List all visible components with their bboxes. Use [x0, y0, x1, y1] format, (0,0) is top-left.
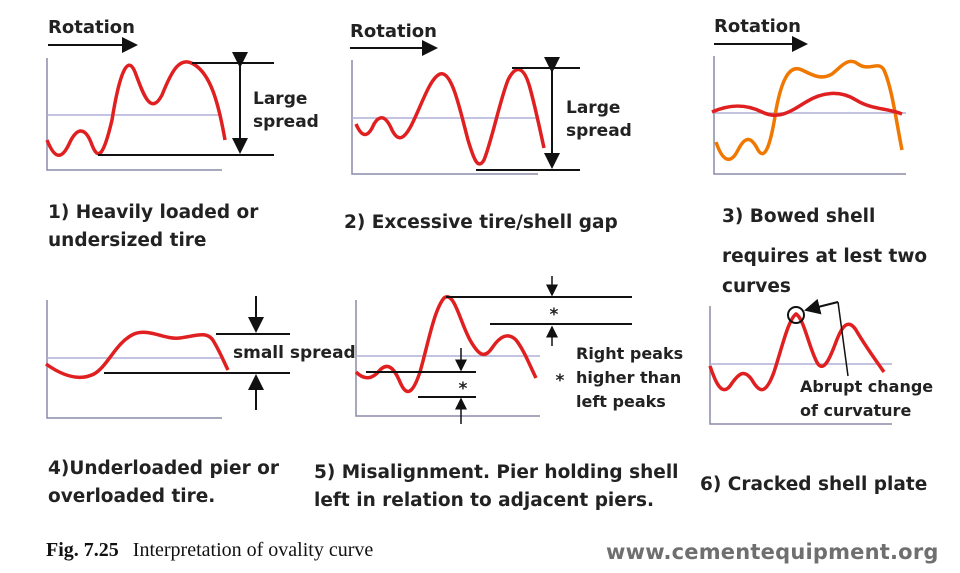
axis — [46, 300, 222, 419]
note-line-1: Abrupt change — [800, 377, 933, 396]
ovality-curve — [354, 67, 546, 166]
spread-label-line-2: spread — [566, 121, 632, 141]
caption-line-1: 6) Cracked shell plate — [700, 474, 927, 495]
note-line-1: Right peaks — [576, 344, 683, 363]
spread-label: small spread — [233, 343, 356, 363]
panel-3: Rotation 3) Bowed shell requires at lest… — [711, 16, 927, 297]
caption-line-1: 4)Underloaded pier or — [48, 458, 280, 479]
upper-star: * — [550, 305, 559, 325]
ovality-curve — [44, 330, 230, 379]
axis — [351, 60, 538, 175]
watermark-url: www.cementequipment.org — [606, 540, 939, 564]
note-line-3: left peaks — [576, 392, 666, 411]
spread-label-line-1: Large — [253, 89, 307, 109]
crack-pointer-arrow — [804, 298, 839, 315]
caption-line-1: 3) Bowed shell — [722, 206, 875, 227]
axis — [709, 306, 892, 425]
panel-4: small spread 4)Underloaded pier or overl… — [44, 296, 356, 507]
panel-2: Rotation Large spread 2) Excessive tire/… — [344, 21, 632, 233]
axis — [46, 58, 222, 171]
axis — [713, 56, 906, 175]
caption-line-1: 5) Misalignment. Pier holding shell — [314, 462, 679, 483]
figure-caption: Fig. 7.25 Interpretation of ovality curve — [46, 539, 373, 562]
ovality-curve — [354, 294, 538, 394]
axis — [355, 300, 540, 417]
rotation-label: Rotation — [714, 16, 801, 37]
ovality-curve-orange — [714, 59, 904, 161]
caption-line-2: undersized tire — [48, 230, 206, 251]
panel-1: Rotation Large spread 1) Heavily loaded … — [45, 17, 319, 251]
panel-6: Abrupt change of curvature 6) Cracked sh… — [700, 298, 933, 495]
ovality-curve — [45, 60, 227, 157]
caption-line-3: curves — [722, 276, 791, 297]
caption-line-2: left in relation to adjacent piers. — [314, 490, 654, 511]
crack-pointer-line — [837, 301, 849, 377]
ovality-curve — [708, 311, 886, 392]
caption-line-2: requires at lest two — [722, 246, 927, 267]
note-line-2: of curvature — [800, 401, 911, 420]
caption-line-1: 2) Excessive tire/shell gap — [344, 212, 618, 233]
figure-number: Fig. 7.25 — [46, 539, 119, 561]
lower-star: * — [459, 379, 468, 399]
rotation-label: Rotation — [350, 21, 437, 42]
rotation-label: Rotation — [48, 17, 135, 38]
note-star: * — [556, 371, 565, 391]
figure-caption-text: Interpretation of ovality curve — [132, 539, 374, 561]
crack-circle — [787, 306, 805, 324]
note-line-2: higher than — [576, 368, 681, 387]
ovality-curve-red — [711, 91, 903, 117]
spread-label-line-2: spread — [253, 112, 319, 132]
caption-line-1: 1) Heavily loaded or — [48, 202, 259, 223]
panel-5: * * * Right peaks higher than left peaks… — [314, 276, 683, 511]
caption-line-2: overloaded tire. — [48, 486, 215, 507]
spread-label-line-1: Large — [566, 98, 620, 118]
